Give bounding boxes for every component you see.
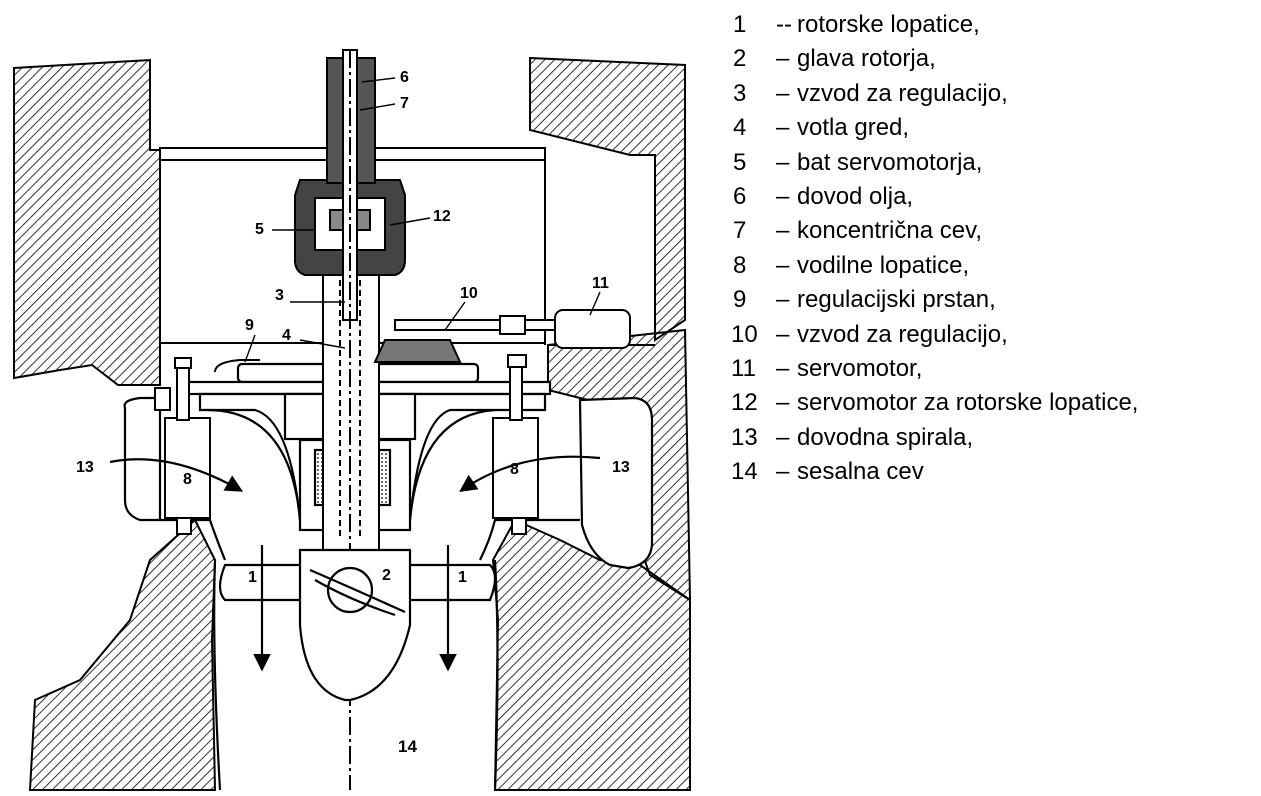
legend-label: koncentrična cev, (797, 217, 982, 245)
lower-left-concrete (28, 518, 217, 791)
water-passage (160, 408, 580, 561)
legend-separator: – (776, 148, 790, 176)
flow-arrow-right-in (459, 455, 601, 492)
legend-label: sesalna cev (797, 458, 924, 486)
legend-separator: – (776, 354, 790, 382)
legend-separator: – (776, 286, 790, 314)
legend-item: 9 –regulacijski prstan, (733, 283, 1258, 317)
legend-number: 14 (731, 458, 758, 486)
callout-13-left: 13 (76, 459, 94, 476)
legend-separator: – (776, 182, 790, 210)
legend-number: 10 (731, 320, 758, 348)
legend-item: 14–sesalna cev (731, 455, 1258, 489)
spiral-casing (123, 396, 654, 570)
legend-item: 5 –bat servomotorja, (733, 146, 1258, 180)
legend-separator: – (776, 423, 790, 451)
legend-item: 8 –vodilne lopatice, (733, 249, 1258, 283)
legend-separator: – (776, 114, 790, 142)
callout-9: 9 (245, 317, 254, 334)
legend-item: 6 –dovod olja, (733, 180, 1258, 214)
legend-item: 2 –glava rotorja, (733, 42, 1258, 76)
legend-label: dovodna spirala, (797, 423, 974, 451)
flow-arrows (109, 455, 601, 672)
upper-left-concrete (13, 58, 161, 386)
shaft-assembly (294, 49, 406, 790)
legend-label: votla gred, (797, 114, 910, 142)
callout-13-right: 13 (612, 459, 630, 476)
flow-arrow-left-in (109, 458, 244, 492)
legend-number: 13 (731, 423, 758, 451)
legend-number: 11 (731, 354, 756, 382)
legend-label: bat servomotorja, (797, 148, 983, 176)
legend-separator: – (776, 45, 790, 73)
legend-separator: – (776, 458, 790, 486)
callout-1-right: 1 (458, 569, 467, 586)
legend-number: 3 (733, 79, 747, 107)
legend-item: 12–servomotor za rotorske lopatice, (731, 386, 1258, 420)
callout-4: 4 (282, 327, 291, 344)
legend-separator: – (776, 389, 790, 417)
callout-8-left: 8 (183, 471, 192, 488)
callout-12: 12 (433, 208, 451, 225)
regulating-lever (394, 319, 556, 331)
legend-number: 6 (733, 182, 747, 210)
legend-label: servomotor, (797, 354, 923, 382)
callout-7: 7 (400, 95, 409, 112)
legend-item: 1 --rotorske lopatice, (733, 8, 1258, 42)
legend-item: 7 –koncentrična cev, (733, 214, 1258, 248)
legend-label: dovod olja, (797, 182, 914, 210)
legend-number: 8 (733, 251, 747, 279)
leader-lines (244, 77, 601, 363)
legend-number: 2 (733, 45, 747, 73)
regulating-mechanism (214, 309, 631, 373)
external-servomotor (554, 309, 631, 349)
legend-item: 11–servomotor, (731, 352, 1258, 386)
callouts: 6 7 5 12 3 10 11 9 4 13 13 8 8 1 2 1 14 (76, 69, 630, 756)
legend-label: rotorske lopatice, (797, 11, 980, 38)
legend-item: 10–vzvod za regulacijo, (731, 318, 1258, 352)
callout-8-right: 8 (510, 461, 519, 478)
legend-separator: – (776, 79, 790, 107)
runner (218, 548, 497, 702)
kaplan-turbine-diagram: 6 7 5 12 3 10 11 9 4 13 13 8 8 1 2 1 14 (13, 49, 692, 791)
legend-number: 12 (731, 389, 758, 417)
legend-label: regulacijski prstan, (797, 286, 996, 314)
legend-item: 13–dovodna spirala, (731, 421, 1258, 455)
legend-number: 9 (733, 286, 747, 314)
legend-number: 1 (733, 11, 747, 38)
callout-3: 3 (275, 287, 284, 304)
legend-label: servomotor za rotorske lopatice, (797, 389, 1139, 417)
legend-number: 7 (733, 217, 747, 245)
callout-14: 14 (398, 737, 417, 756)
callout-2: 2 (382, 567, 391, 584)
legend-separator: – (776, 320, 790, 348)
legend-number: 4 (733, 114, 747, 142)
legend-separator: -- (776, 11, 792, 38)
callout-5: 5 (255, 221, 264, 238)
legend-label: glava rotorja, (797, 45, 936, 73)
parts-legend: 1--rotorske lopatice,2–glava rotorja,3–v… (731, 8, 1258, 489)
legend-label: vzvod za regulacijo, (797, 79, 1008, 107)
legend-item: 4 –votla gred, (733, 111, 1258, 145)
legend-label: vodilne lopatice, (797, 251, 970, 279)
legend-item: 3 –vzvod za regulacijo, (733, 77, 1258, 111)
legend-label: vzvod za regulacijo, (797, 320, 1008, 348)
legend-number: 5 (733, 148, 747, 176)
upper-right-concrete (529, 56, 686, 342)
spiral-casing-right (578, 396, 654, 570)
draft-tube (213, 559, 499, 791)
callout-10: 10 (460, 285, 478, 302)
callout-6: 6 (400, 69, 409, 86)
callout-1-left: 1 (248, 569, 257, 586)
callout-11: 11 (592, 275, 609, 292)
legend-separator: – (776, 251, 790, 279)
legend-separator: – (776, 217, 790, 245)
